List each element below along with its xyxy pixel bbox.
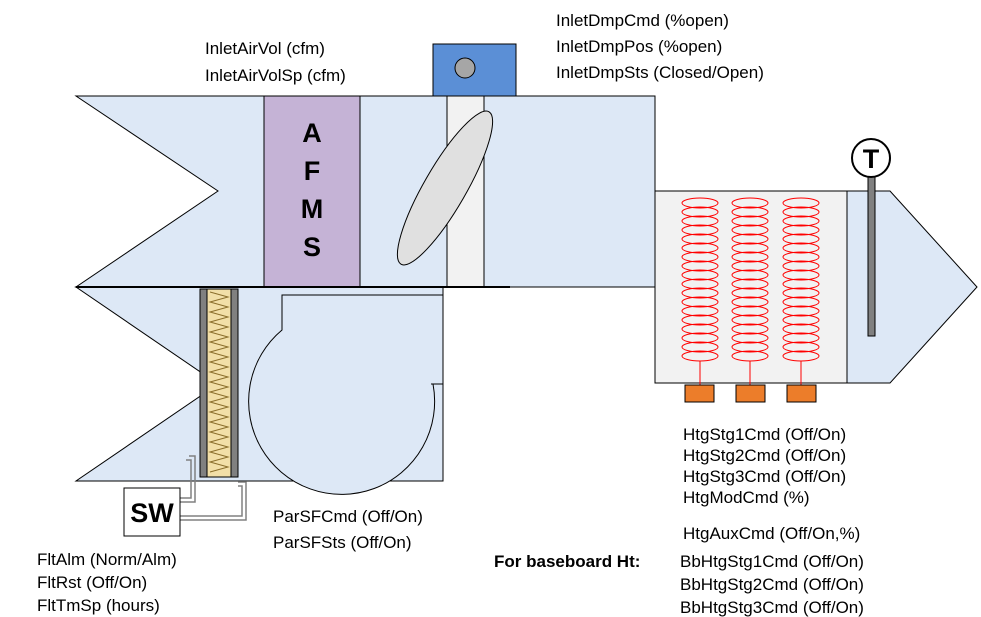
bb-htg-stg1-cmd-label: BbHtgStg1Cmd (Off/On) (680, 552, 864, 571)
inlet-dmp-sts-label: InletDmpSts (Closed/Open) (556, 63, 764, 82)
damper-blade (396, 110, 494, 266)
bb-htg-stg3-cmd-label: BbHtgStg3Cmd (Off/On) (680, 598, 864, 617)
pressure-tube-upstream (180, 455, 196, 503)
temp-sensor-probe (867, 175, 876, 337)
inlet-duct-upper (74, 95, 656, 288)
heater-coil-1 (681, 197, 719, 385)
bb-htg-stg2-cmd-label: BbHtgStg2Cmd (Off/On) (680, 575, 864, 594)
filter-frame-left (199, 288, 208, 478)
heater-terminal-2 (735, 384, 766, 403)
afms-letter-a: A (302, 118, 322, 148)
flt-rst-label: FltRst (Off/On) (37, 573, 147, 592)
htg-stg3-cmd-label: HtgStg3Cmd (Off/On) (683, 467, 846, 486)
filter-switch-label: SW (130, 498, 174, 528)
pressure-tube-downstream (180, 481, 247, 521)
inlet-dmp-pos-label: InletDmpPos (%open) (556, 37, 722, 56)
htg-stg1-cmd-label: HtgStg1Cmd (Off/On) (683, 425, 846, 444)
filter-frame-right (230, 288, 239, 478)
heater-terminal-1 (684, 384, 715, 403)
baseboard-prefix-label: For baseboard Ht: (494, 552, 640, 571)
temp-sensor-head (851, 138, 891, 178)
afms-letter-s: S (303, 232, 321, 262)
afms-panel (263, 95, 361, 288)
pressure-tube-downstream-inner (180, 485, 243, 517)
flt-alm-label: FltAlm (Norm/Alm) (37, 550, 177, 569)
filter-switch-box (123, 487, 181, 537)
inlet-dmp-cmd-label: InletDmpCmd (%open) (556, 11, 729, 30)
afms-letter-m: M (301, 194, 324, 224)
heater-terminal-3 (786, 384, 817, 403)
flt-tm-sp-label: FltTmSp (hours) (37, 596, 160, 615)
filter-media-zigzag (208, 291, 230, 473)
afms-letter-f: F (304, 156, 321, 186)
pressure-tube-upstream-inner (180, 459, 192, 499)
heater-coil-3 (782, 197, 820, 385)
htg-aux-cmd-label: HtgAuxCmd (Off/On,%) (683, 524, 860, 543)
damper-actuator-icon (454, 57, 476, 79)
htg-mod-cmd-label: HtgModCmd (%) (683, 488, 810, 507)
htg-stg2-cmd-label: HtgStg2Cmd (Off/On) (683, 446, 846, 465)
par-sf-sts-label: ParSFSts (Off/On) (273, 533, 412, 552)
heater-coil-2 (731, 197, 769, 385)
temp-sensor-label: T (863, 144, 880, 174)
filter-media (206, 288, 232, 478)
par-sf-cmd-label: ParSFCmd (Off/On) (273, 507, 423, 526)
inlet-air-vol-label: InletAirVol (cfm) (205, 39, 325, 58)
inlet-air-vol-sp-label: InletAirVolSp (cfm) (205, 66, 346, 85)
fan-housing (248, 294, 444, 495)
